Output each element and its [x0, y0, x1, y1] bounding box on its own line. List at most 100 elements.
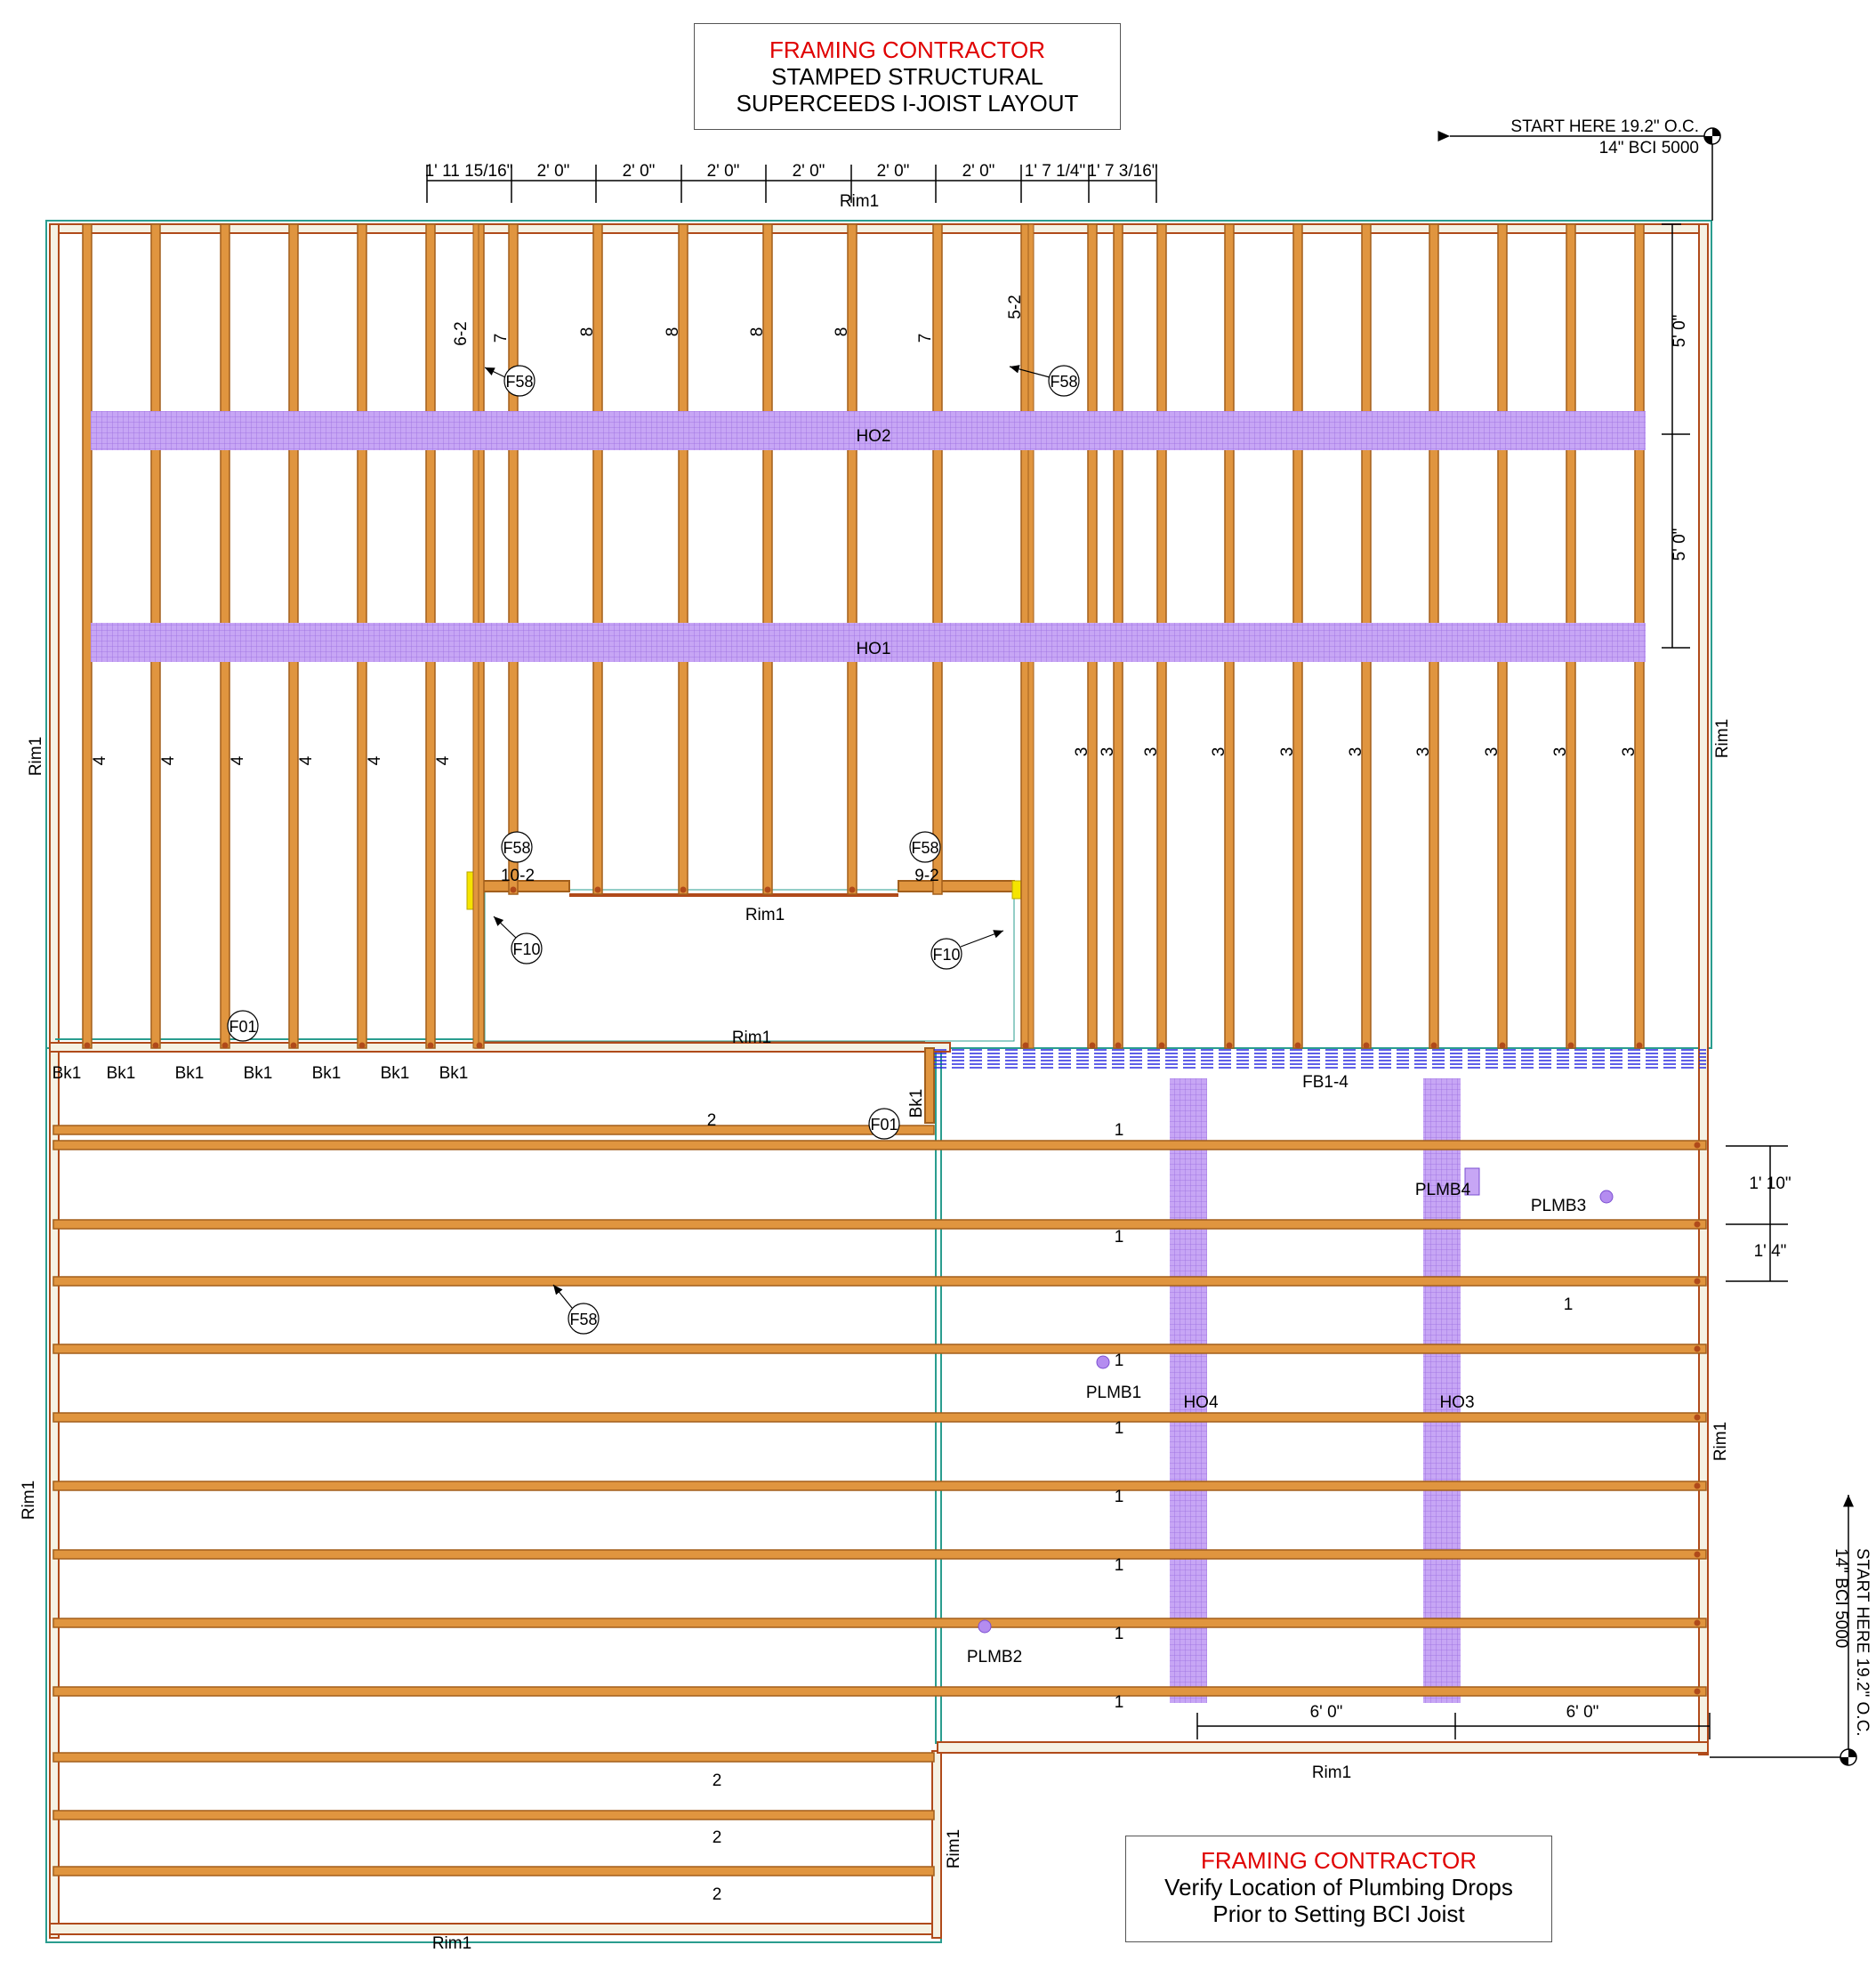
plmb4-marker: [1464, 1167, 1480, 1196]
dim-top-5: 2' 0": [793, 162, 825, 181]
joist-mark-right-8: 3: [1483, 747, 1502, 757]
joist-mark-right-5: 3: [1278, 747, 1297, 757]
joist-stair-6: [932, 223, 943, 895]
bearing-mark: [1430, 1042, 1437, 1049]
joist-mark-lower-right-6: 1: [1115, 1556, 1124, 1575]
bearing-mark: [290, 1042, 297, 1049]
lower-joists: [52, 1125, 1707, 1876]
header-ho1-label: HO1: [856, 640, 890, 658]
plmb2-label: PLMB2: [967, 1648, 1022, 1666]
joist-mark-left-5: 4: [366, 755, 384, 765]
note-top-line3: SUPERCEEDS I-JOIST LAYOUT: [736, 90, 1079, 117]
joist-mark-stair-2: 8: [578, 327, 597, 337]
header-ho4: [1170, 1078, 1207, 1703]
bearing-mark: [1694, 1414, 1701, 1421]
note-bottom-heading: FRAMING CONTRACTOR: [1200, 1847, 1477, 1874]
note-bottom-line3: Prior to Setting BCI Joist: [1212, 1900, 1465, 1927]
dim-right-middle-2: 1' 4": [1754, 1242, 1787, 1261]
rim-label-bottom-right: Rim1: [1312, 1763, 1351, 1782]
callout-f10-a-text: F10: [512, 940, 540, 958]
bearing-mark: [1294, 1042, 1301, 1049]
bearing-mark: [1694, 1551, 1701, 1558]
joist-mark-left-6: 4: [434, 755, 453, 765]
bearing-mark: [764, 886, 771, 893]
plmb1-label: PLMB1: [1086, 1384, 1141, 1402]
right-dimension-middle: [1726, 1145, 1788, 1282]
joist-mark-lower-right-5: 1: [1115, 1488, 1124, 1506]
dim-right-middle-1: 1' 10": [1749, 1174, 1791, 1193]
joist-mark-lower-left-3: 2: [713, 1828, 722, 1847]
dim-top-3: 2' 0": [623, 162, 656, 181]
callout-f01-b-text: F01: [870, 1116, 898, 1134]
top-dimension-string: [426, 165, 1157, 203]
joist-lower-8: [52, 1618, 1707, 1628]
bearing-markers: [84, 886, 1643, 1049]
header-ho2-label: HO2: [856, 427, 890, 446]
dim-top-2: 2' 0": [537, 162, 570, 181]
joist-lower-6: [52, 1481, 1707, 1491]
joist-mark-left-1: 4: [91, 755, 109, 765]
bearing-mark: [1694, 1482, 1701, 1489]
callout-f01-b: F01: [868, 1108, 900, 1140]
bearing-mark: [594, 886, 601, 893]
start-top-line2: 14" BCI 5000: [1599, 139, 1699, 157]
start-top-line1: START HERE 19.2" O.C.: [1510, 117, 1699, 136]
rim-label-step: Rim1: [732, 1029, 771, 1047]
header-ho3: [1423, 1078, 1461, 1703]
joist-mark-right-2: 3: [1099, 747, 1117, 757]
joist-mark-stair-4: 8: [748, 327, 767, 337]
callout-f58-b: F58: [1009, 365, 1080, 397]
header-ho4-label: HO4: [1183, 1393, 1219, 1412]
joist-mark-right-7: 3: [1414, 747, 1433, 757]
callout-f10-a: F10: [493, 916, 543, 964]
joist-mark-lower-left-4: 2: [713, 1885, 722, 1904]
bk1-label: Bk1: [439, 1064, 469, 1083]
joist-mark-stair-5: 8: [833, 327, 851, 337]
bk1-label: Bk1: [244, 1064, 273, 1083]
dim-top-6: 2' 0": [877, 162, 910, 181]
joist-stair-4: [762, 223, 773, 895]
plmb3-marker: [1599, 1190, 1614, 1204]
callout-f10-b: F10: [930, 930, 1004, 970]
joist-mark-lower-right-7: 1: [1115, 1625, 1124, 1643]
joist-mark-right-6: 3: [1347, 747, 1365, 757]
callout-f01-a: F01: [227, 1010, 259, 1042]
dim-bottom-2: 6' 0": [1566, 1703, 1599, 1722]
dim-top-7: 2' 0": [962, 162, 995, 181]
framing-contractor-note-bottom: FRAMING CONTRACTOR Verify Location of Pl…: [1125, 1836, 1552, 1942]
bearing-mark: [1694, 1345, 1701, 1352]
bearing-mark: [358, 1042, 366, 1049]
callout-f01-a-text: F01: [229, 1018, 256, 1036]
joist-left-1: [82, 223, 93, 1049]
bearing-mark: [1694, 1688, 1701, 1695]
note-bottom-line2: Verify Location of Plumbing Drops: [1164, 1874, 1513, 1900]
joist-mark-hall-right: 9-2: [914, 867, 938, 885]
rim-label-right-lower: Rim1: [1711, 1422, 1730, 1461]
joist-mark-lower-right-8: 1: [1115, 1693, 1124, 1712]
bearing-mark: [84, 1042, 91, 1049]
dim-right-upper-1: 5' 0": [1671, 315, 1689, 348]
joist-mark-left-3: 4: [229, 755, 247, 765]
callout-f58-e-text: F58: [569, 1311, 597, 1328]
plmb3-label: PLMB3: [1531, 1197, 1586, 1215]
joist-mark-lower-right-2: 1: [1115, 1228, 1124, 1247]
bk1-label: Bk1: [312, 1064, 342, 1083]
rim-label-left-upper: Rim1: [27, 737, 45, 776]
joist-mark-lower-left-2: 2: [713, 1771, 722, 1790]
bearing-mark: [849, 886, 856, 893]
plmb4-label: PLMB4: [1415, 1181, 1471, 1199]
joist-mark-left-2: 4: [159, 755, 178, 765]
joist-stair-5: [847, 223, 857, 895]
callout-f58-e: F58: [552, 1284, 600, 1335]
joist-lower-left-2: [52, 1752, 935, 1763]
bearing-mark: [1694, 1221, 1701, 1228]
bearing-mark: [680, 886, 687, 893]
note-top-heading: FRAMING CONTRACTOR: [769, 36, 1046, 63]
start-right-line2: 14" BCI 5000: [1832, 1548, 1850, 1648]
joist-stair-3: [678, 223, 688, 895]
joist-mark-lower-right-9: 1: [1564, 1295, 1574, 1314]
bearing-mark: [427, 1042, 434, 1049]
joist-mark-lower-right-3: 1: [1115, 1352, 1124, 1370]
start-right-line1: START HERE 19.2" O.C.: [1853, 1548, 1872, 1737]
